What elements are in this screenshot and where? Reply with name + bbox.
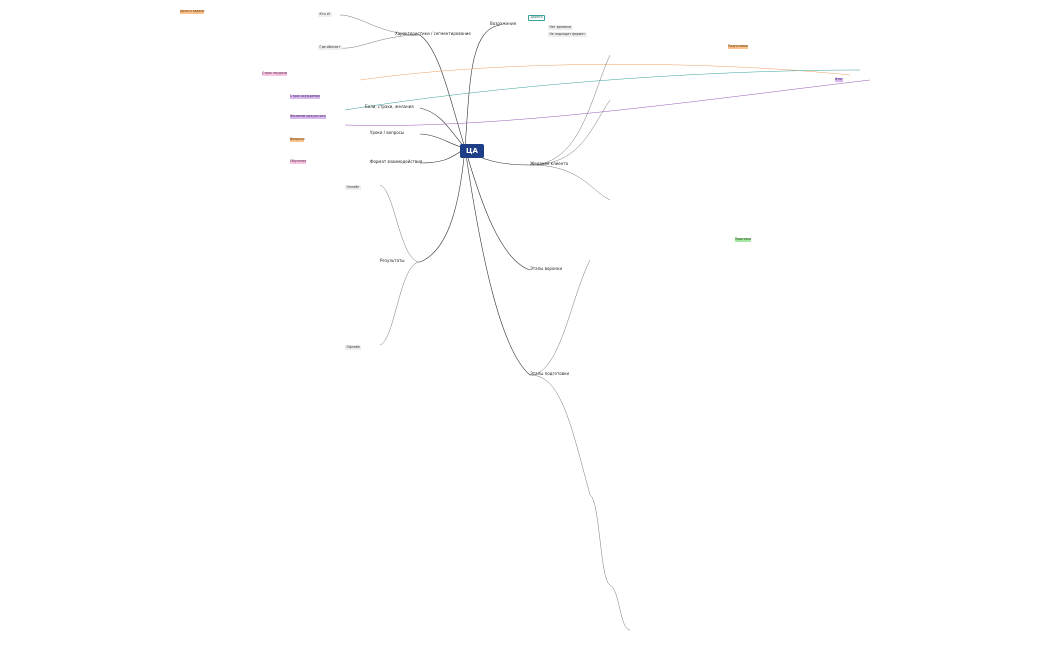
sub-f2[interactable]: Практика	[735, 237, 752, 242]
branch-lessons[interactable]: Уроки / вопросы	[370, 130, 405, 135]
branch-desire[interactable]: Желания клиента	[530, 161, 569, 166]
branch-lead[interactable]: Этапы воронки	[530, 266, 563, 271]
branch-audience[interactable]: Характеристики / сегментирование	[395, 31, 471, 36]
sub-b3[interactable]: Не подходит формат	[548, 31, 587, 37]
sub-f1[interactable]: Подготовка	[728, 44, 748, 49]
sub-f3[interactable]: Итог	[835, 77, 843, 82]
branch-stages[interactable]: Этапы подготовки	[530, 371, 570, 376]
sub-d2[interactable]: Обучение	[290, 159, 307, 164]
sub-c1[interactable]: Страх неудачи	[262, 71, 288, 76]
branch-objections[interactable]: Возражения	[490, 21, 516, 26]
sub-a2[interactable]: Где обитает	[318, 44, 342, 50]
sub-b1[interactable]: Дорого	[528, 15, 546, 22]
root-node[interactable]: ЦА	[460, 144, 484, 159]
sub-b2[interactable]: Нет времени	[548, 24, 573, 30]
sub-c2[interactable]: Страх осуждения	[290, 94, 320, 99]
sub-c3[interactable]: Желание результата	[290, 114, 326, 119]
branch-format[interactable]: Формат взаимодействия	[370, 159, 423, 164]
sub-e2[interactable]: Офлайн	[345, 344, 362, 350]
branch-results[interactable]: Результаты	[380, 258, 405, 263]
sub-a3[interactable]: Цели и задачи	[180, 9, 205, 14]
sub-a1[interactable]: Кто я?	[318, 11, 332, 17]
sub-e1[interactable]: Онлайн	[345, 184, 361, 190]
sub-d1[interactable]: Вопросы	[290, 137, 305, 142]
branch-pains[interactable]: Боли, страхи, желания	[365, 104, 414, 109]
